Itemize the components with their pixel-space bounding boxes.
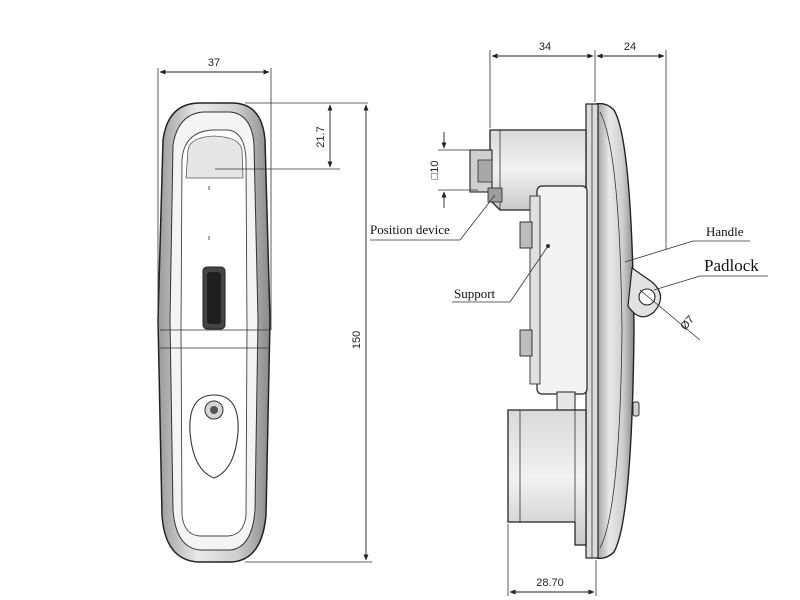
front-handle-recess bbox=[185, 135, 244, 179]
dim-padlock-dia: Ø7 bbox=[678, 314, 697, 333]
dim-depth-body: 34 bbox=[539, 41, 551, 53]
callout-position-device: Position device bbox=[370, 222, 450, 237]
front-view bbox=[157, 102, 271, 563]
callout-padlock: Padlock bbox=[704, 256, 759, 275]
dim-width: 37 bbox=[208, 57, 220, 69]
keyhole-cover bbox=[189, 394, 239, 479]
front-dimensions: 37 21.7 150 bbox=[157, 57, 372, 563]
side-handle bbox=[595, 102, 635, 560]
callouts: Position device Support Handle Padlock bbox=[370, 194, 768, 303]
dim-depth-handle: 24 bbox=[624, 41, 636, 53]
side-dimensions: 34 24 □10 28.70 Ø7 bbox=[429, 41, 701, 596]
dim-height: 150 bbox=[351, 331, 363, 349]
callout-handle: Handle bbox=[706, 224, 744, 239]
side-view bbox=[469, 102, 662, 560]
dim-top: 21.7 bbox=[315, 126, 327, 147]
support-plate bbox=[536, 185, 588, 395]
dim-bottom: 28.70 bbox=[536, 577, 564, 589]
dim-square: □10 bbox=[429, 161, 441, 180]
support-bolt-top bbox=[519, 221, 533, 249]
callout-support: Support bbox=[454, 286, 496, 301]
support-bolt-bottom bbox=[519, 329, 533, 357]
